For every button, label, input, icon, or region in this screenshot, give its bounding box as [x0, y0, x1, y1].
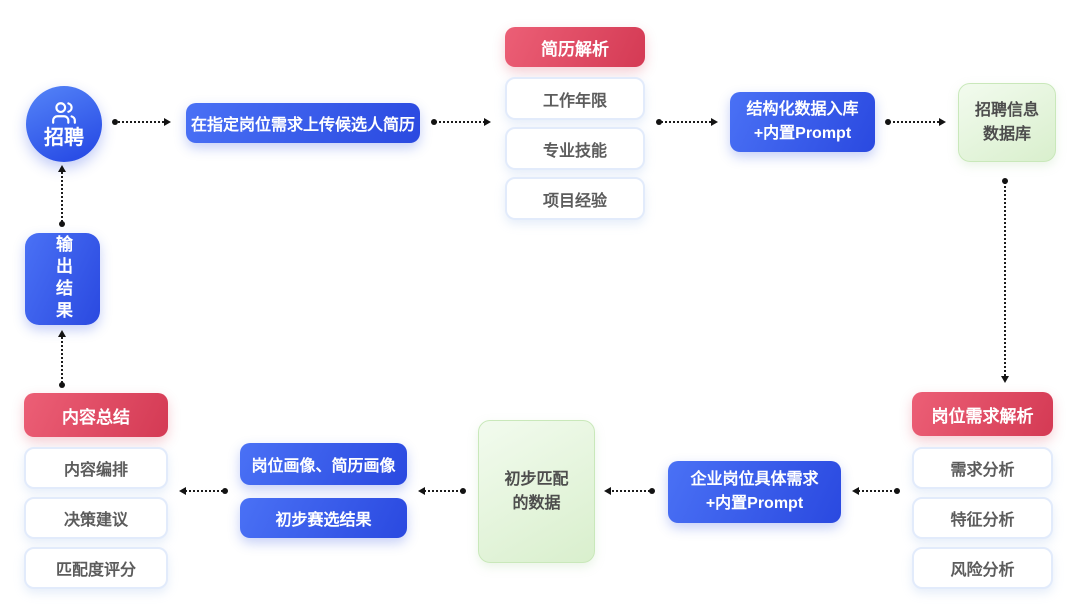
portraits-node: 岗位画像、简历画像 — [240, 443, 407, 485]
job-requirement-item-feature: 特征分析 — [912, 497, 1053, 539]
arrow-output-to-recruit — [58, 165, 66, 227]
job-requirement-item-risk: 风险分析 — [912, 547, 1053, 589]
arrow-summary-to-output — [58, 330, 66, 388]
recruit-info-db-line1: 招聘信息 — [974, 101, 1039, 119]
arrow-portraits-to-summary — [179, 487, 228, 495]
resume-parse-item-projects: 项目经验 — [505, 177, 645, 220]
output-result-node: 输出结果 — [25, 233, 100, 325]
recruit-label: 招聘 — [44, 126, 84, 149]
arrow-match-to-portraits — [418, 487, 466, 495]
preliminary-match-line1: 初步匹配 — [504, 470, 569, 488]
arrow-recruit-to-upload — [112, 118, 171, 126]
resume-parse-item-skills: 专业技能 — [505, 127, 645, 170]
content-summary-item-advice: 决策建议 — [24, 497, 168, 539]
resume-parse-header: 简历解析 — [505, 27, 645, 67]
enterprise-requirement-node: 企业岗位具体需求 +内置Prompt — [668, 461, 841, 523]
job-requirement-item-demand: 需求分析 — [912, 447, 1053, 489]
arrow-enterprise-to-match — [604, 487, 655, 495]
structured-storage-node: 结构化数据入库 +内置Prompt — [730, 92, 875, 152]
preliminary-match-line2: 的数据 — [512, 494, 561, 512]
content-summary-item-score: 匹配度评分 — [24, 547, 168, 589]
content-summary-item-layout: 内容编排 — [24, 447, 168, 489]
enterprise-requirement-line2: +内置Prompt — [705, 495, 804, 512]
job-requirement-parse-header: 岗位需求解析 — [912, 392, 1053, 436]
users-icon — [52, 101, 76, 124]
content-summary-header: 内容总结 — [24, 393, 168, 437]
recruit-info-db-node: 招聘信息 数据库 — [958, 83, 1056, 162]
structured-storage-line2: +内置Prompt — [753, 125, 852, 142]
resume-parse-item-work-years: 工作年限 — [505, 77, 645, 120]
enterprise-requirement-line1: 企业岗位具体需求 — [690, 471, 819, 488]
arrow-resume-parse-to-structured — [656, 118, 718, 126]
preliminary-screening-node: 初步赛选结果 — [240, 498, 407, 538]
arrow-job-requirement-to-enterprise — [852, 487, 900, 495]
recruit-info-db-line2: 数据库 — [982, 125, 1031, 143]
preliminary-match-data-node: 初步匹配 的数据 — [478, 420, 595, 563]
recruit-node: 招聘 — [26, 86, 102, 162]
arrow-structured-to-db — [885, 118, 946, 126]
arrow-db-to-job-requirement — [1001, 178, 1009, 383]
upload-resume-node: 在指定岗位需求上传候选人简历 — [186, 103, 420, 143]
arrow-upload-to-resume-parse — [431, 118, 491, 126]
structured-storage-line1: 结构化数据入库 — [746, 101, 859, 118]
